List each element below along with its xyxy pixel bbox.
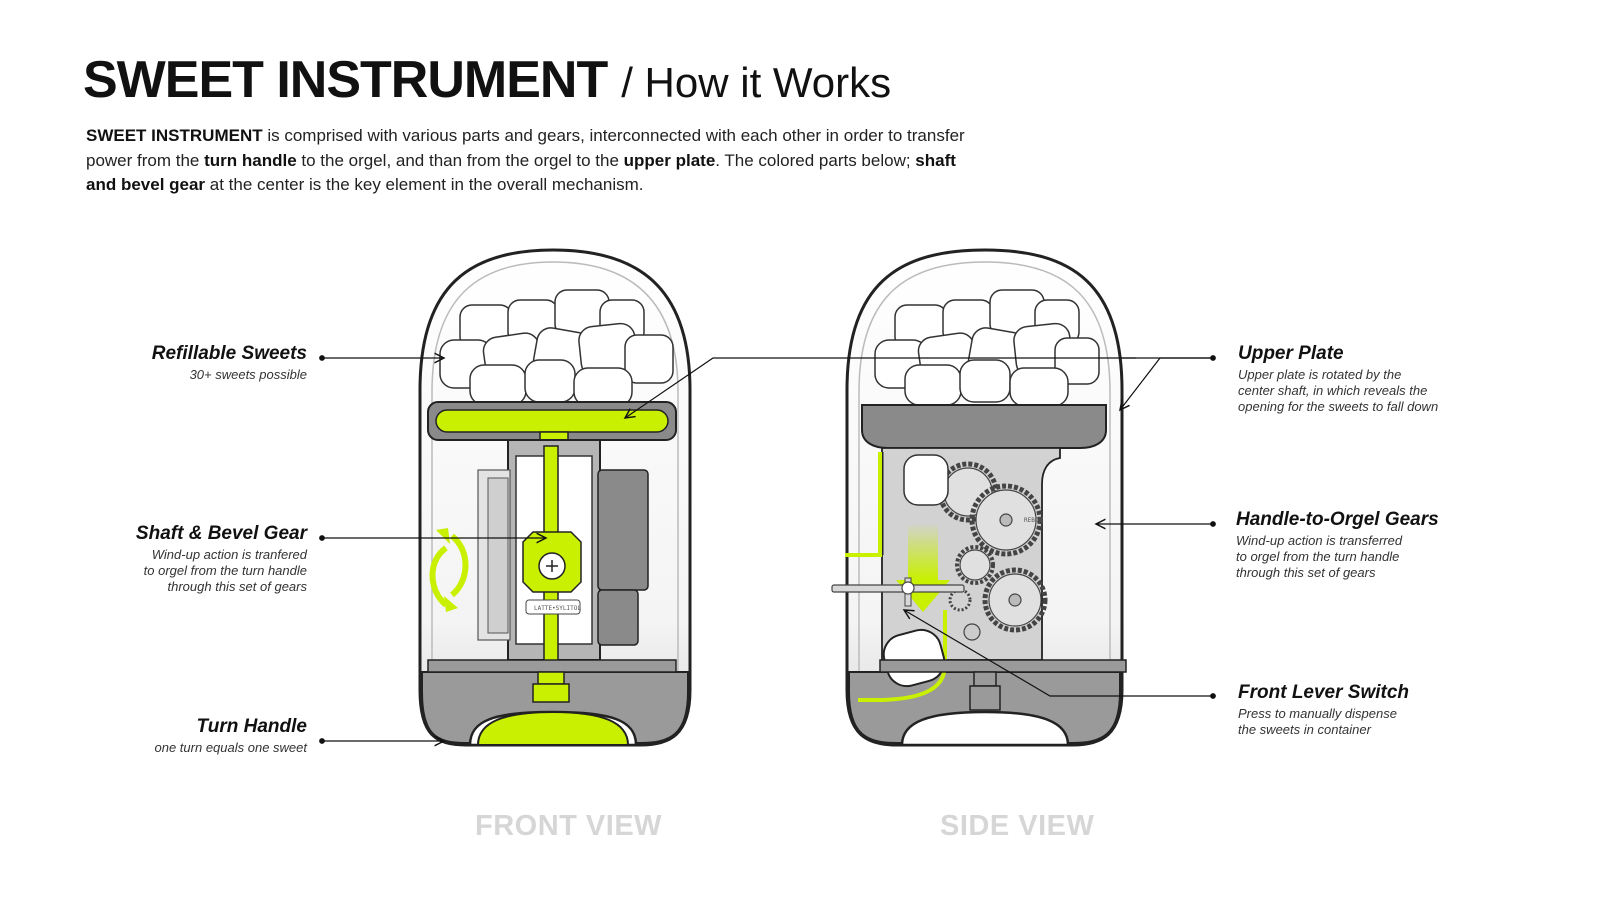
turn-handle-title: Turn Handle <box>196 716 308 737</box>
upper-plate-desc-1: Upper plate is rotated by the <box>1238 367 1402 382</box>
front-view-device: LATTE•SYLITOL <box>418 248 692 747</box>
intro-text-4: at the center is the key element in the … <box>205 175 644 194</box>
intro-bold-product: SWEET INSTRUMENT <box>86 126 263 145</box>
side-view-device: REBOS <box>831 248 1127 747</box>
leader-lines <box>322 358 1216 741</box>
intro-bold-upper-plate: upper plate <box>623 150 716 170</box>
svg-text:REBOS: REBOS <box>1024 517 1042 524</box>
front-lever-desc-1: Press to manually dispense <box>1238 706 1397 721</box>
front-turn-handle <box>476 710 630 746</box>
refillable-sweets-desc: 30+ sweets possible <box>189 367 307 382</box>
front-sweets <box>439 289 674 407</box>
shaft-bevel-desc-3: through this set of gears <box>167 579 307 594</box>
intro-paragraph: SWEET INSTRUMENT is comprised with vario… <box>86 124 986 198</box>
turn-handle-desc: one turn equals one sweet <box>154 740 308 755</box>
handle-orgel-desc-3: through this set of gears <box>1236 565 1376 580</box>
intro-bold-shaft: shaft and bevel gear <box>86 150 956 195</box>
shaft-bevel-desc-2: to orgel from the turn handle <box>143 563 307 578</box>
side-view-label: SIDE VIEW <box>940 810 1095 842</box>
callout-front-lever-switch: Front Lever Switch Press to manually dis… <box>1238 682 1409 738</box>
page-title: SWEET INSTRUMENT / How it Works <box>83 50 891 110</box>
callout-turn-handle: Turn Handle one turn equals one sweet <box>155 716 308 756</box>
side-sweets <box>874 289 1100 407</box>
upper-plate-title: Upper Plate <box>1238 343 1344 364</box>
intro-text-1: is comprised with various parts and gear… <box>86 126 965 170</box>
upper-plate-desc-2: center shaft, in which reveals the <box>1238 383 1428 398</box>
callout-shaft-bevel-gear: Shaft & Bevel Gear Wind-up action is tra… <box>136 523 307 595</box>
handle-orgel-title: Handle-to-Orgel Gears <box>1236 509 1439 530</box>
title-main: SWEET INSTRUMENT <box>83 51 608 109</box>
front-lever-title: Front Lever Switch <box>1238 682 1410 703</box>
handle-orgel-desc-2: to orgel from the turn handle <box>1236 549 1400 564</box>
callout-upper-plate: Upper Plate Upper plate is rotated by th… <box>1238 343 1438 415</box>
refillable-sweets-title: Refillable Sweets <box>151 343 307 364</box>
upper-plate-desc-3: opening for the sweets to fall down <box>1238 399 1439 414</box>
intro-text-3: . The colored parts below; <box>715 150 916 170</box>
intro-bold-turn-handle: turn handle <box>204 150 297 170</box>
front-view-label: FRONT VIEW <box>475 810 663 842</box>
intro-text-2: to the orgel, and than from the orgel to… <box>296 150 624 170</box>
front-lever-desc-2: the sweets in container <box>1238 722 1371 737</box>
title-subtitle: / How it Works <box>621 59 892 106</box>
callout-handle-to-orgel-gears: Handle-to-Orgel Gears Wind-up action is … <box>1236 509 1439 581</box>
shaft-bevel-desc-1: Wind-up action is tranfered <box>151 547 307 562</box>
handle-orgel-desc-1: Wind-up action is transferred <box>1236 533 1403 548</box>
callout-refillable-sweets: Refillable Sweets 30+ sweets possible <box>152 343 307 383</box>
svg-text:LATTE•SYLITOL: LATTE•SYLITOL <box>534 605 581 612</box>
shaft-bevel-title: Shaft & Bevel Gear <box>135 523 307 544</box>
